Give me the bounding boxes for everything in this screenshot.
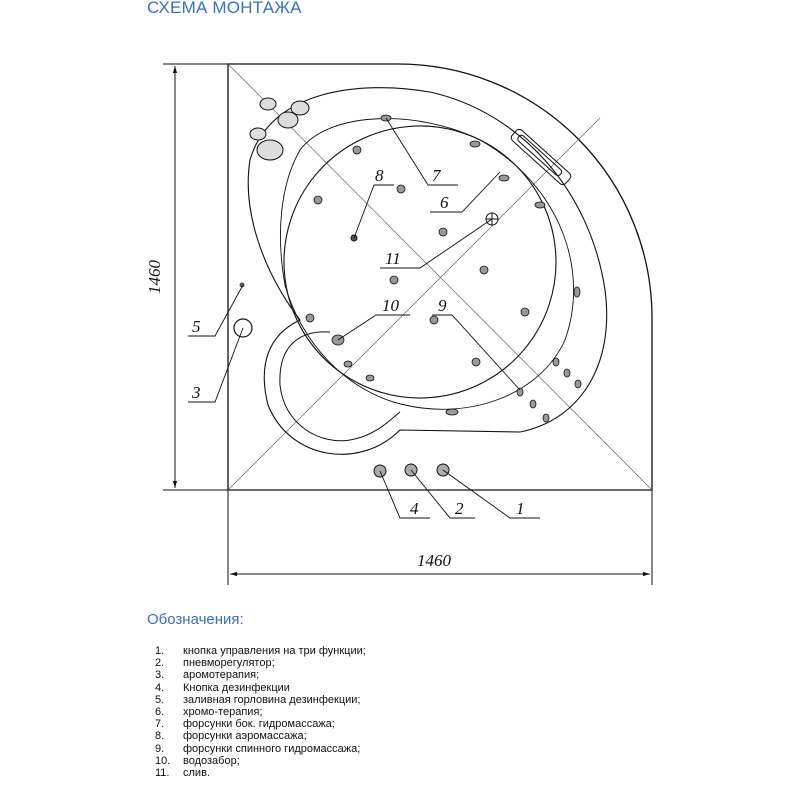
legend-item: 10.водозабор; <box>155 754 240 767</box>
chromotherapy-panel <box>510 128 572 186</box>
page-title: СХЕМА МОНТАЖА <box>147 0 302 17</box>
installation-diagram: 1460 1460 <box>145 63 653 585</box>
tub-bowl <box>283 125 557 399</box>
legend-item: 11.слив. <box>155 767 210 780</box>
faucet-mixer-icon <box>249 97 310 161</box>
tub-outline <box>227 63 653 491</box>
legend-item: 9.форсунки спинного гидромассажа; <box>155 742 361 755</box>
jets <box>305 114 582 423</box>
guide-lines <box>227 63 653 491</box>
seat <box>279 331 401 442</box>
legend-item: 1.кнопка управления на три функции; <box>155 645 366 657</box>
legend-item: 5.заливная горловина дезинфекции; <box>155 693 361 706</box>
callout-4: 4 <box>410 499 419 518</box>
callout-11: 11 <box>385 249 401 268</box>
callout-2: 2 <box>455 499 464 518</box>
leader-lines <box>188 117 540 519</box>
legend-item: 8.форсунки аэромассажа; <box>155 730 307 743</box>
height-dimension <box>163 63 228 491</box>
legend-list: 1.кнопка управления на три функции; 2.пн… <box>155 645 366 779</box>
legend-item: 2.пневморегулятор; <box>155 657 275 670</box>
callout-8: 8 <box>375 166 384 185</box>
disinfection-filler <box>239 282 245 288</box>
callout-1: 1 <box>516 499 525 518</box>
callout-10: 10 <box>382 296 400 315</box>
callout-3: 3 <box>191 383 201 402</box>
legend-item: 3.аромотерапия; <box>155 669 260 682</box>
tub-rim <box>247 87 608 455</box>
callout-7: 7 <box>432 166 442 185</box>
width-dimension-label: 1460 <box>417 551 452 570</box>
legend-item: 4.Кнопка дезинфекции <box>155 681 290 694</box>
bowl-inner-edge <box>279 118 575 410</box>
height-dimension-label: 1460 <box>145 260 164 295</box>
legend-title: Обозначения: <box>147 611 244 628</box>
callout-9: 9 <box>438 296 447 315</box>
legend-item: 6.хромо-терапия; <box>155 706 263 719</box>
callout-5: 5 <box>192 317 201 336</box>
callout-6: 6 <box>440 193 449 212</box>
legend-item: 7.форсунки бок. гидромассажа; <box>155 718 335 731</box>
